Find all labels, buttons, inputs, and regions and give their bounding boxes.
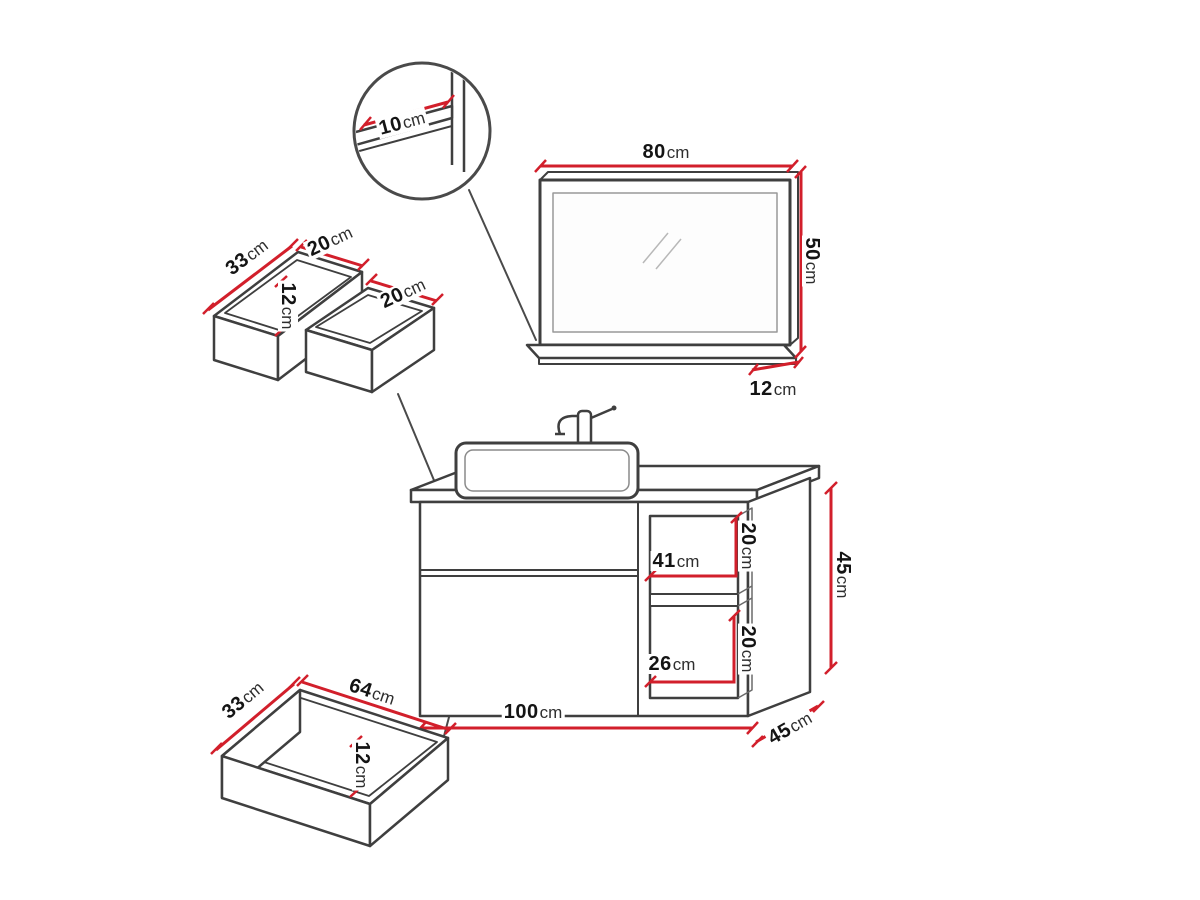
faucet-spout (557, 414, 579, 435)
vanity-cabinet (409, 464, 821, 718)
faucet-body (576, 409, 593, 448)
drawer (220, 688, 450, 848)
mirror-shelf (525, 343, 798, 360)
storage-organizer (212, 250, 436, 394)
mirror-glare-icon (642, 232, 682, 270)
faucet-lever (590, 407, 613, 420)
sink-basin (454, 405, 640, 500)
mirror (525, 171, 799, 365)
mirror-dimension-lines (534, 159, 807, 376)
cabinet-dimension-lines (414, 481, 838, 748)
basin-inner (464, 449, 630, 492)
cabinet-side (746, 476, 812, 718)
